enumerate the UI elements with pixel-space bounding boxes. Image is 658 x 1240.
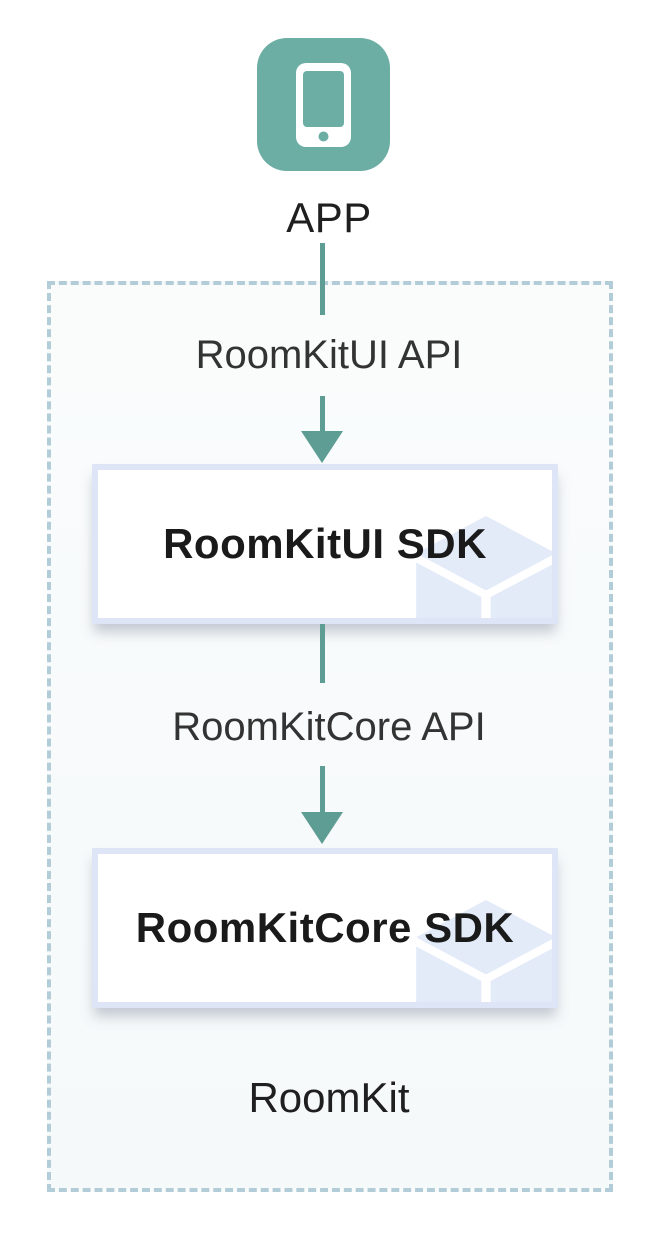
arrow-line-core <box>320 766 325 812</box>
app-label: APP <box>286 194 372 241</box>
arrow-head-icon-core <box>301 812 343 844</box>
roomkit-boundary <box>47 281 613 1192</box>
arrow-line-ui-to-core <box>320 624 325 683</box>
roomkit-label: RoomKit <box>248 1074 410 1121</box>
sdk-box-title-roomkitcore: RoomKitCore SDK <box>135 904 515 951</box>
sdk-box-roomkitui: RoomKitUI SDK <box>92 464 558 624</box>
cube-icon <box>416 516 552 618</box>
cube-icon <box>416 900 552 1002</box>
sdk-box-title-roomkitui: RoomKitUI SDK <box>163 520 487 567</box>
app-icon <box>257 38 390 171</box>
api-label-roomkitcore: RoomKitCore API <box>172 705 486 749</box>
arrow-line-app-to-ui <box>320 243 325 315</box>
arrow-head-icon-ui <box>301 431 343 463</box>
api-label-roomkitui: RoomKitUI API <box>195 333 463 377</box>
arrow-line-ui <box>320 396 325 432</box>
sdk-box-roomkitcore: RoomKitCore SDK <box>92 848 558 1008</box>
smartphone-icon <box>296 62 351 147</box>
